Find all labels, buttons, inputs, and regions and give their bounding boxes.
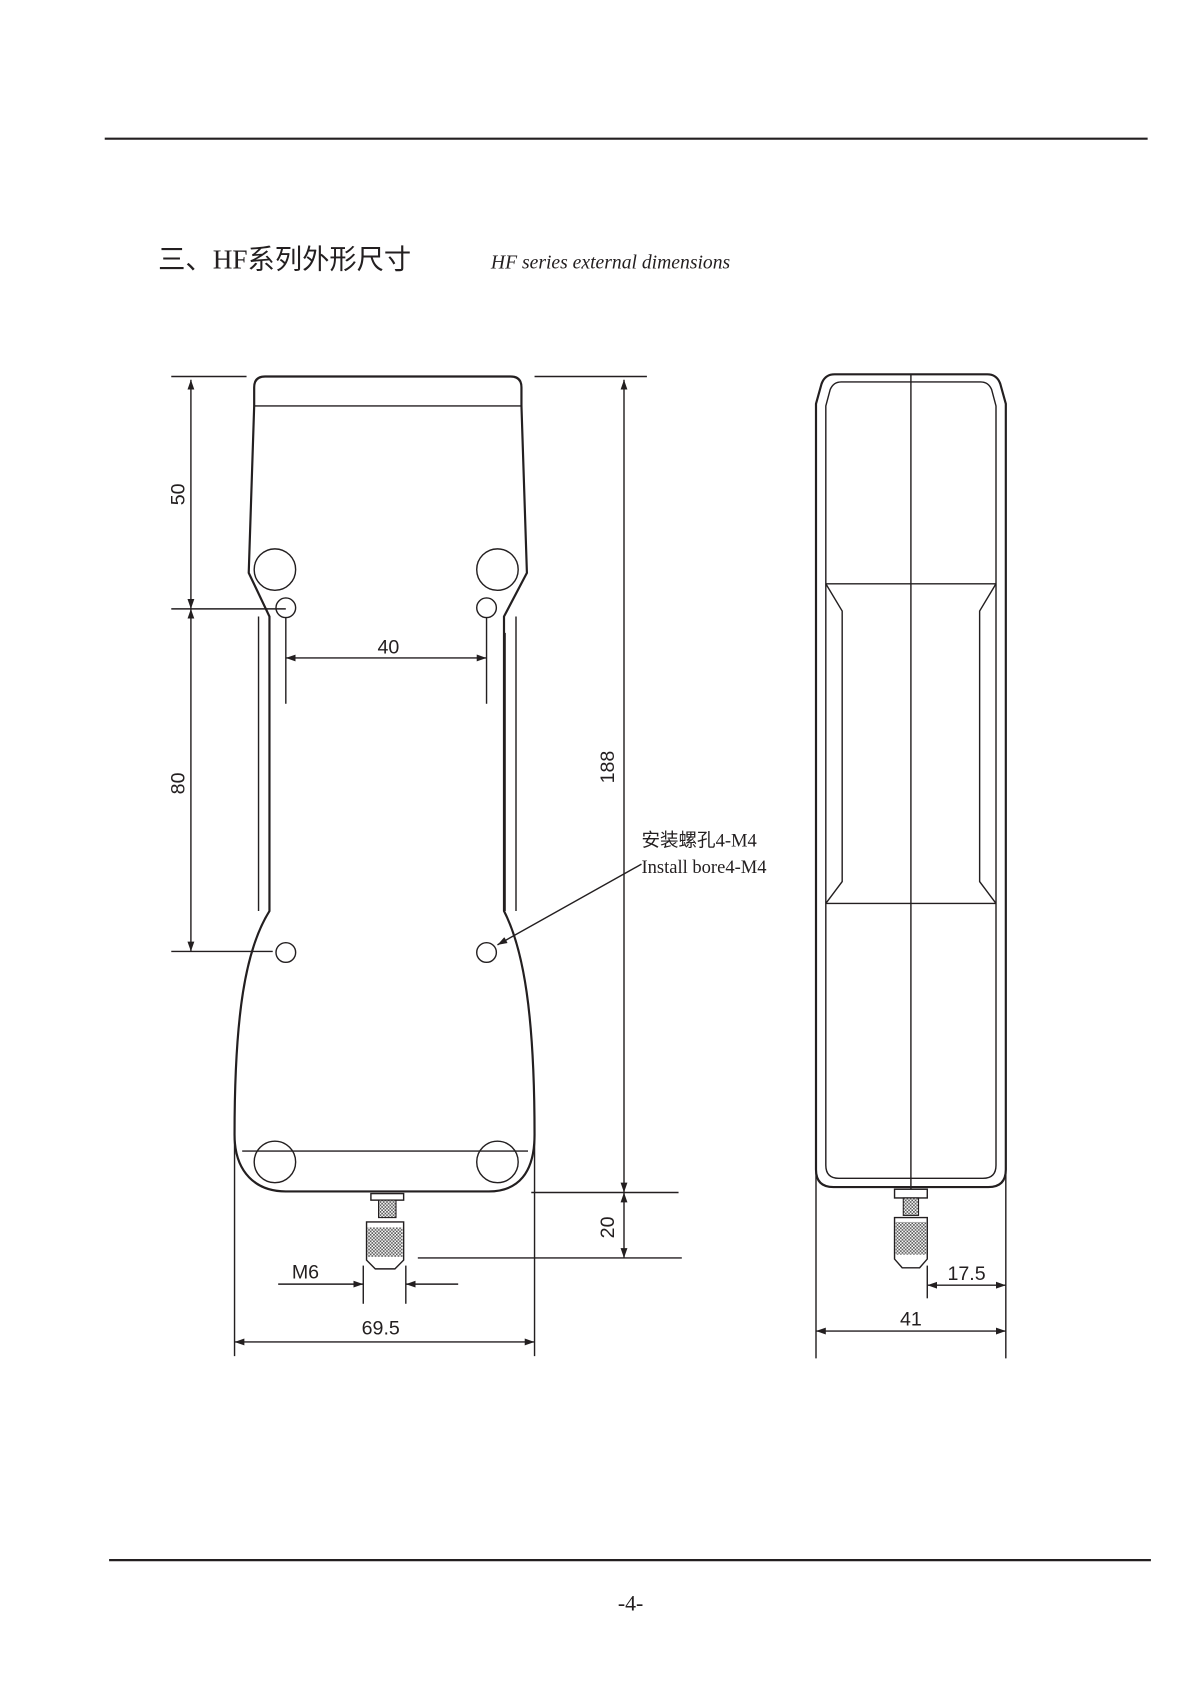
title-chinese: 三、HF系列外形尺寸: [158, 245, 411, 275]
dim-m6: M6: [292, 1262, 319, 1284]
mount-boss: [253, 1140, 297, 1184]
dim-20: 20: [597, 1216, 619, 1238]
dim-40: 40: [377, 637, 399, 659]
dim-50: 50: [167, 483, 189, 505]
callout-chinese: 安装螺孔4-M4: [641, 831, 756, 852]
mount-boss: [476, 548, 519, 592]
front-top-cap: [253, 375, 523, 406]
dim-80: 80: [167, 772, 189, 794]
front-view: 50 80 40 188 20 M6 69.5 安装螺孔4-M4 Install…: [167, 375, 767, 1357]
dim-41: 41: [900, 1309, 922, 1331]
dim-188: 188: [597, 751, 619, 784]
callout-leader: [497, 863, 642, 946]
m4-hole: [275, 941, 297, 964]
m4-hole: [476, 941, 498, 964]
mount-boss: [476, 1140, 519, 1184]
side-view: 17.5 41: [814, 373, 1007, 1359]
dim-17-5: 17.5: [947, 1263, 985, 1285]
side-outer-outline: [814, 373, 1007, 1189]
front-body-outline: [233, 405, 536, 1193]
m4-hole: [275, 597, 297, 619]
title-english: HF series external dimensions: [490, 253, 731, 274]
m4-hole: [476, 597, 498, 619]
mount-boss: [253, 548, 297, 592]
dim-69-5: 69.5: [362, 1317, 400, 1339]
side-connector: [893, 1188, 928, 1269]
callout-english: Install bore4-M4: [641, 857, 766, 878]
page-number: -4-: [618, 1591, 643, 1615]
front-connector: [365, 1192, 405, 1270]
